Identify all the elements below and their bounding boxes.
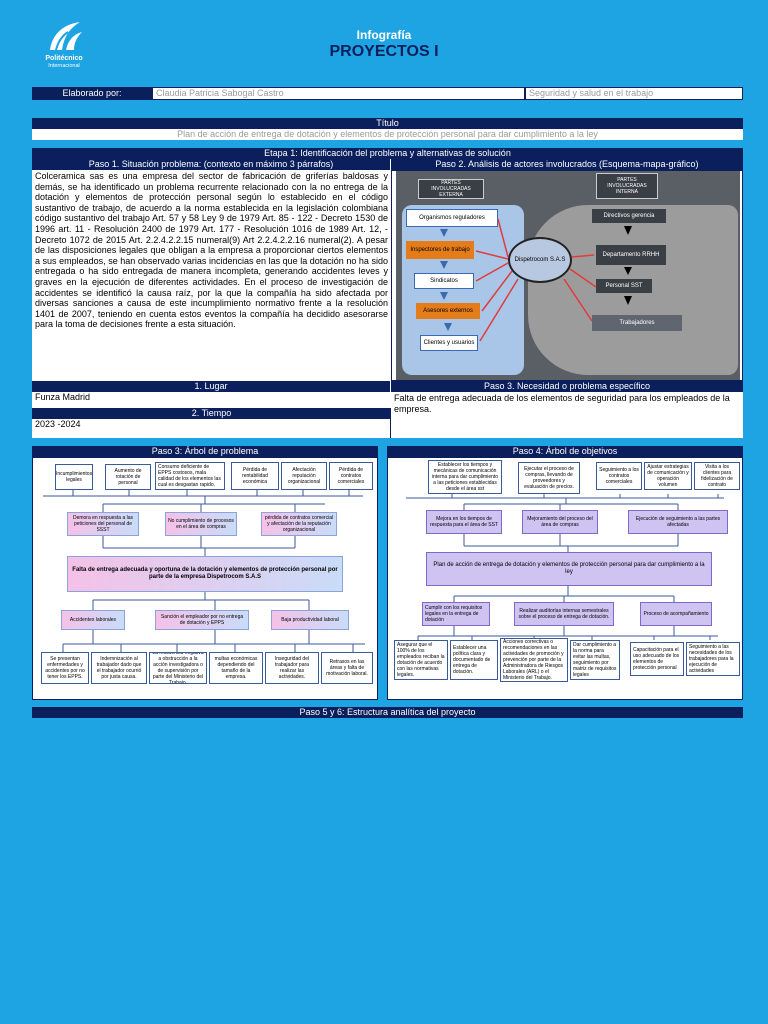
objective-bottom-4: Dar cumplimiento a la norma para evitar … [570, 640, 620, 680]
objective-bottom-5: Capacitación para el uso adecuado de los… [630, 642, 684, 676]
problem-effect-3: Baja productividad laboral [271, 610, 349, 630]
problem-effect-2: Sanción el empleador por no entrega de d… [155, 610, 249, 630]
elaborado-label: Elaborado por: [32, 87, 152, 100]
paso56-header: Paso 5 y 6: Estructura analítica del pro… [32, 707, 743, 718]
actors-external-label: PARTES INVOLUCRADAS EXTERNA [418, 179, 484, 199]
problem-subeffect-1: Se presentan enfermedades y accidentes p… [41, 652, 89, 684]
logo: Politécnico Internacional [34, 20, 94, 72]
logo-icon [50, 22, 82, 51]
objective-tree: Establecer los tiempos y mecánicas de co… [387, 457, 743, 700]
problem-subeffect-5: Inseguridad del trabajador para realizar… [265, 652, 319, 684]
actors-map: PARTES INVOLUCRADAS EXTERNA PARTES INVOL… [391, 170, 743, 381]
objective-top-5: Visita a los clientes para fidelización … [694, 462, 740, 490]
actor-external-1: Organismos reguladores [406, 209, 498, 227]
objective-bottom-6: Seguimiento a las necesidades de los tra… [686, 642, 740, 676]
lugar-value: Funza Madrid [32, 392, 391, 408]
objective-lower-2: Realizar auditorías internas semestrales… [514, 602, 614, 626]
objective-lower-3: Proceso de acompañamiento [640, 602, 712, 626]
actor-external-2: Inspectores de trabajo [406, 241, 474, 259]
objective-central: Plan de acción de entrega de dotación y … [426, 552, 712, 586]
title-value: Plan de acción de entrega de dotación y … [32, 129, 743, 140]
problem-tree: Incumplimientos legales Aumento de rotac… [32, 457, 378, 700]
tiempo-label: 2. Tiempo [32, 408, 391, 419]
lugar-label: 1. Lugar [32, 381, 391, 392]
objective-bottom-3: Acciones correctivas o recomendaciones e… [500, 638, 568, 682]
problem-midcause-1: Demora en respuesta a las peticiones del… [67, 512, 139, 536]
paso1-header: Paso 1. Situación problema: (contexto en… [32, 159, 391, 170]
problem-subeffect-2: Indemnización al trabajador dado que el … [91, 652, 147, 684]
problem-subeffect-6: Retrasos en las áreas y falta de motivac… [321, 652, 373, 684]
objective-top-2: Ejecutar el proceso de compras, llevando… [518, 462, 580, 494]
objective-mid-2: Mejoramiento del proceso del área de com… [522, 510, 598, 534]
problem-cause-2: Aumento de rotación de personal [105, 464, 151, 490]
title-label: Título [32, 118, 743, 129]
problem-midcause-2: No cumplimiento de procesos en el área d… [165, 512, 237, 536]
problem-tree-header: Paso 3: Árbol de problema [32, 446, 378, 457]
objective-top-1: Establecer los tiempos y mecánicas de co… [428, 460, 502, 494]
objective-top-4: Ajustar estrategias de comunicación y op… [644, 462, 692, 490]
actor-center: Dispetrocom S.A.S [508, 237, 572, 283]
actor-internal-4: Trabajadores [592, 315, 682, 331]
problem-subeffect-3: La resistencia negativa a obstrucción a … [149, 652, 207, 684]
course-field: Seguridad y salud en el trabajo [525, 87, 743, 100]
problem-midcause-3: pérdida de contratos comercial y afectac… [261, 512, 337, 536]
tiempo-value: 2023 -2024 [32, 419, 391, 438]
actor-external-4: Asesores externos [416, 303, 480, 319]
actor-internal-2: Departamento RRHH [596, 245, 666, 265]
logo-text: Politécnico [45, 55, 83, 62]
paso3-text: Falta de entrega adecuada de los element… [391, 392, 743, 438]
paso2-header: Paso 2. Análisis de actores involucrados… [391, 159, 743, 170]
stage1-label: Etapa 1: Identificación del problema y a… [32, 148, 743, 159]
objective-top-3: Seguimiento a los contratos comerciales [596, 462, 642, 490]
meta-row: Elaborado por: Claudia Patricia Sabogal … [32, 87, 743, 100]
objective-bottom-1: Asegurar que el 100% de los empleados re… [394, 640, 448, 680]
problem-cause-6: Pérdida de contratos comerciales [329, 462, 373, 490]
problem-subeffect-4: multas económicas dependiendo del tamaño… [209, 652, 263, 684]
actor-internal-1: Directivos gerencia [592, 209, 666, 223]
paso3-header: Paso 3. Necesidad o problema específico [391, 381, 743, 392]
logo-subtext: Internacional [48, 63, 80, 69]
objective-lower-1: Cumplir con los requisitos legales en la… [422, 602, 490, 626]
objective-tree-header: Paso 4: Árbol de objetivos [387, 446, 743, 457]
objective-mid-3: Ejecución de seguimiento a las partes af… [628, 510, 728, 534]
page-title: PROYECTOS I [329, 43, 439, 60]
author-field: Claudia Patricia Sabogal Castro [152, 87, 525, 100]
actor-external-3: Sindicatos [414, 273, 474, 289]
problem-cause-1: Incumplimientos legales [55, 464, 93, 490]
page-subtitle: Infografía [356, 28, 412, 42]
actors-internal-label: PARTES INVOLUCRADAS INTERNA [596, 173, 658, 199]
problem-cause-5: Afectación reputación organizacional [281, 462, 327, 490]
actor-external-5: Clientes y usuarios [420, 335, 478, 351]
actor-internal-3: Personal SST [596, 279, 652, 293]
objective-mid-1: Mejora en los tiempos de respuesta para … [426, 510, 502, 534]
problem-effect-1: Accidentes laborales [61, 610, 125, 630]
objective-bottom-2: Establecer una política clara y document… [450, 640, 498, 680]
paso1-text: Colceramica sas es una empresa del secto… [32, 170, 391, 381]
problem-cause-3: Consumo deficiente de EPPS costosos, mal… [155, 462, 225, 490]
problem-central: Falta de entrega adecuada y oportuna de … [67, 556, 343, 592]
problem-cause-4: Pérdida de rentabilidad económica [231, 462, 279, 490]
